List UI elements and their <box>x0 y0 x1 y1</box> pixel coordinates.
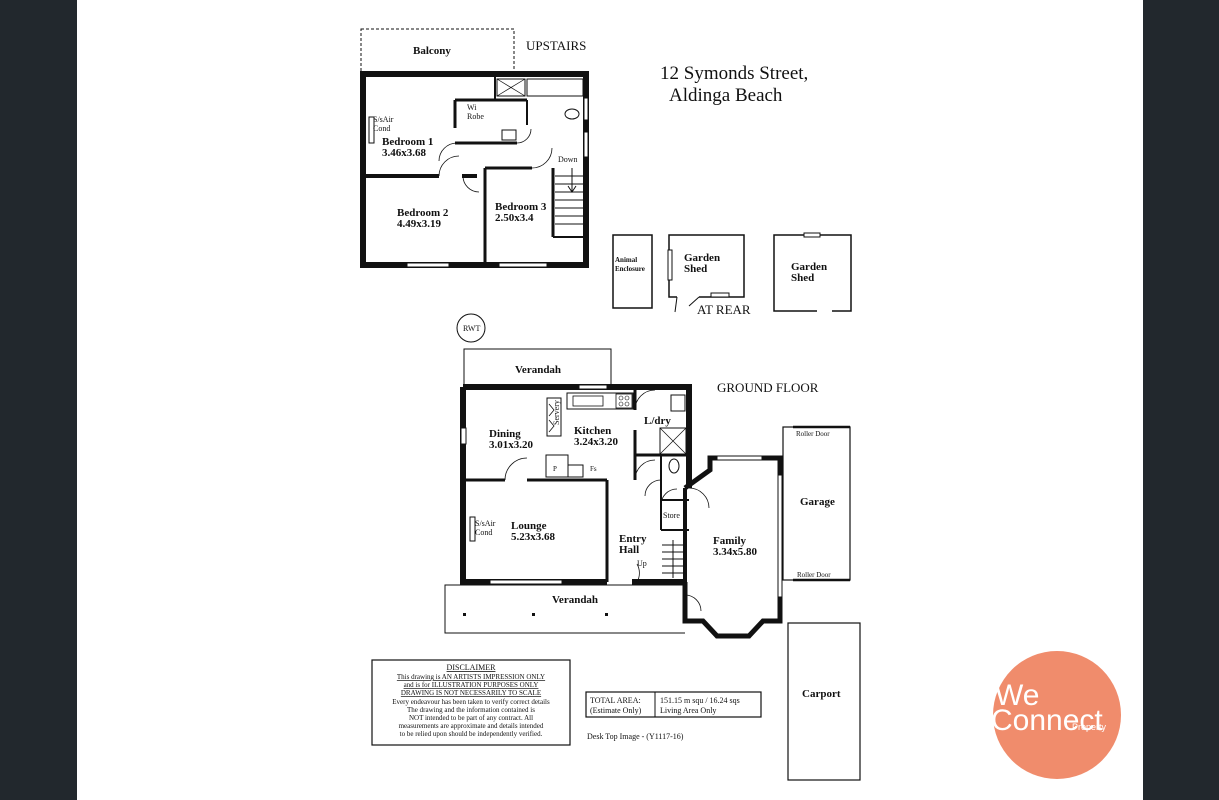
rear-outbuildings: Animal Enclosure Garden Shed AT REAR Gar… <box>612 232 852 317</box>
garden-shed-1-label-1: Garden <box>684 252 720 264</box>
logo-circle <box>993 651 1121 779</box>
at-rear-label: AT REAR <box>697 302 751 317</box>
disclaimer-line: to be relied upon should be independentl… <box>400 730 543 738</box>
ac-upstairs-label-1: S/sAir <box>373 115 394 124</box>
bedroom1-dimensions: 3.46x3.68 <box>382 147 427 159</box>
bedroom3-dimensions: 2.50x3.4 <box>495 212 534 224</box>
store-label: Store <box>663 511 680 520</box>
address-line-1: 12 Symonds Street, <box>660 63 808 84</box>
fridge-space-label: Fs <box>590 465 597 473</box>
family-dimensions: 3.34x5.80 <box>713 546 758 558</box>
ground-floor-label: GROUND FLOOR <box>717 380 819 395</box>
animal-enclosure-outline <box>612 234 653 309</box>
kitchen-label: Kitchen <box>574 425 611 437</box>
floorplan-sheet: 12 Symonds Street, Aldinga Beach UPSTAIR… <box>77 0 1143 800</box>
kitchen-dimensions: 3.24x3.20 <box>574 436 619 448</box>
entry-hall-label-2: Hall <box>619 544 639 556</box>
wi-robe-label-1: Wi <box>467 103 477 112</box>
stairs-up-label: Up <box>637 559 647 568</box>
we-connect-logo: We Connect Property <box>991 651 1121 779</box>
roller-door-top-label: Roller Door <box>796 430 830 438</box>
disclaimer-line: and is for ILLUSTRATION PURPOSES ONLY <box>404 681 539 689</box>
logo-connect: Connect <box>991 704 1103 737</box>
total-area-value: 151.15 m squ / 16.24 sqs <box>660 696 740 705</box>
drawing-reference: Desk Top Image - (Y1117-16) <box>587 732 684 741</box>
laundry-label: L/dry <box>644 415 671 427</box>
bedroom3-label: Bedroom 3 <box>495 201 547 213</box>
disclaimer-heading: DISCLAIMER <box>447 663 497 672</box>
logo-property: Property <box>1072 722 1107 732</box>
garden-shed-1-label-2: Shed <box>684 263 707 275</box>
dining-label: Dining <box>489 428 521 440</box>
servery-label: Servery <box>552 400 561 425</box>
upstairs-label: UPSTAIRS <box>526 38 586 53</box>
rwt-label: RWT <box>463 324 480 333</box>
total-area-box: TOTAL AREA: (Estimate Only) 151.15 m squ… <box>585 691 762 718</box>
ac-ground-label-1: S/sAir <box>475 519 496 528</box>
living-area-note: Living Area Only <box>660 706 716 715</box>
stairs-down-label: Down <box>558 155 578 164</box>
floorplan-drawing: 12 Symonds Street, Aldinga Beach UPSTAIR… <box>360 28 1121 781</box>
total-area-label-2: (Estimate Only) <box>590 706 642 715</box>
upstairs-plan: UPSTAIRS Balcony <box>360 28 589 268</box>
pantry-label: P <box>553 465 557 473</box>
lounge-label: Lounge <box>511 520 547 532</box>
disclaimer-box: DISCLAIMER This drawing is AN ARTISTS IM… <box>371 659 571 746</box>
disclaimer-line: Every endeavour has been taken to verify… <box>392 698 550 706</box>
animal-enclosure-label-1: Animal <box>615 256 637 264</box>
logo-we: We <box>995 679 1039 712</box>
bedroom2-label: Bedroom 2 <box>397 207 449 219</box>
verandah-bottom-outline <box>444 584 685 634</box>
ground-floor-plan: GROUND FLOOR RWT Verandah <box>444 313 861 781</box>
dining-dimensions: 3.01x3.20 <box>489 439 534 451</box>
verandah-top-outline <box>463 348 612 387</box>
ac-upstairs-label-2: Cond <box>373 124 390 133</box>
bedroom2-dimensions: 4.49x3.19 <box>397 218 442 230</box>
disclaimer-line: DRAWING IS NOT NECESSARILY TO SCALE <box>401 689 541 697</box>
upstairs-outer-walls <box>360 71 589 268</box>
balcony-label: Balcony <box>413 45 451 57</box>
wi-robe-label-2: Robe <box>467 112 484 121</box>
disclaimer-line: The drawing and the information containe… <box>407 706 535 714</box>
air-cond-ground <box>469 516 476 542</box>
garden-shed-1-outline <box>668 234 745 298</box>
disclaimer-line: This drawing is AN ARTISTS IMPRESSION ON… <box>397 673 545 681</box>
ac-ground-label-2: Cond <box>475 528 492 537</box>
carport-label: Carport <box>802 688 841 700</box>
total-area-label-1: TOTAL AREA: <box>590 696 641 705</box>
lounge-dimensions: 5.23x3.68 <box>511 531 556 543</box>
entry-hall-label-1: Entry <box>619 533 647 545</box>
animal-enclosure-label-2: Enclosure <box>615 265 645 273</box>
garden-shed-2-label-1: Garden <box>791 261 827 273</box>
verandah-top-label: Verandah <box>515 364 561 376</box>
bedroom1-label: Bedroom 1 <box>382 136 433 148</box>
address-line-2: Aldinga Beach <box>669 85 783 106</box>
verandah-bottom-label: Verandah <box>552 594 598 606</box>
garage-label: Garage <box>800 496 835 508</box>
disclaimer-line: measurements are approximate and details… <box>399 722 544 730</box>
family-label: Family <box>713 535 746 547</box>
rainwater-tank <box>456 313 486 343</box>
family-wing-walls <box>682 455 783 639</box>
air-cond-upstairs <box>368 116 375 144</box>
roller-door-bottom-label: Roller Door <box>797 571 831 579</box>
carport-outline <box>787 622 861 781</box>
garden-shed-2-label-2: Shed <box>791 272 814 284</box>
disclaimer-line: NOT intended to be part of any contract.… <box>409 714 533 722</box>
